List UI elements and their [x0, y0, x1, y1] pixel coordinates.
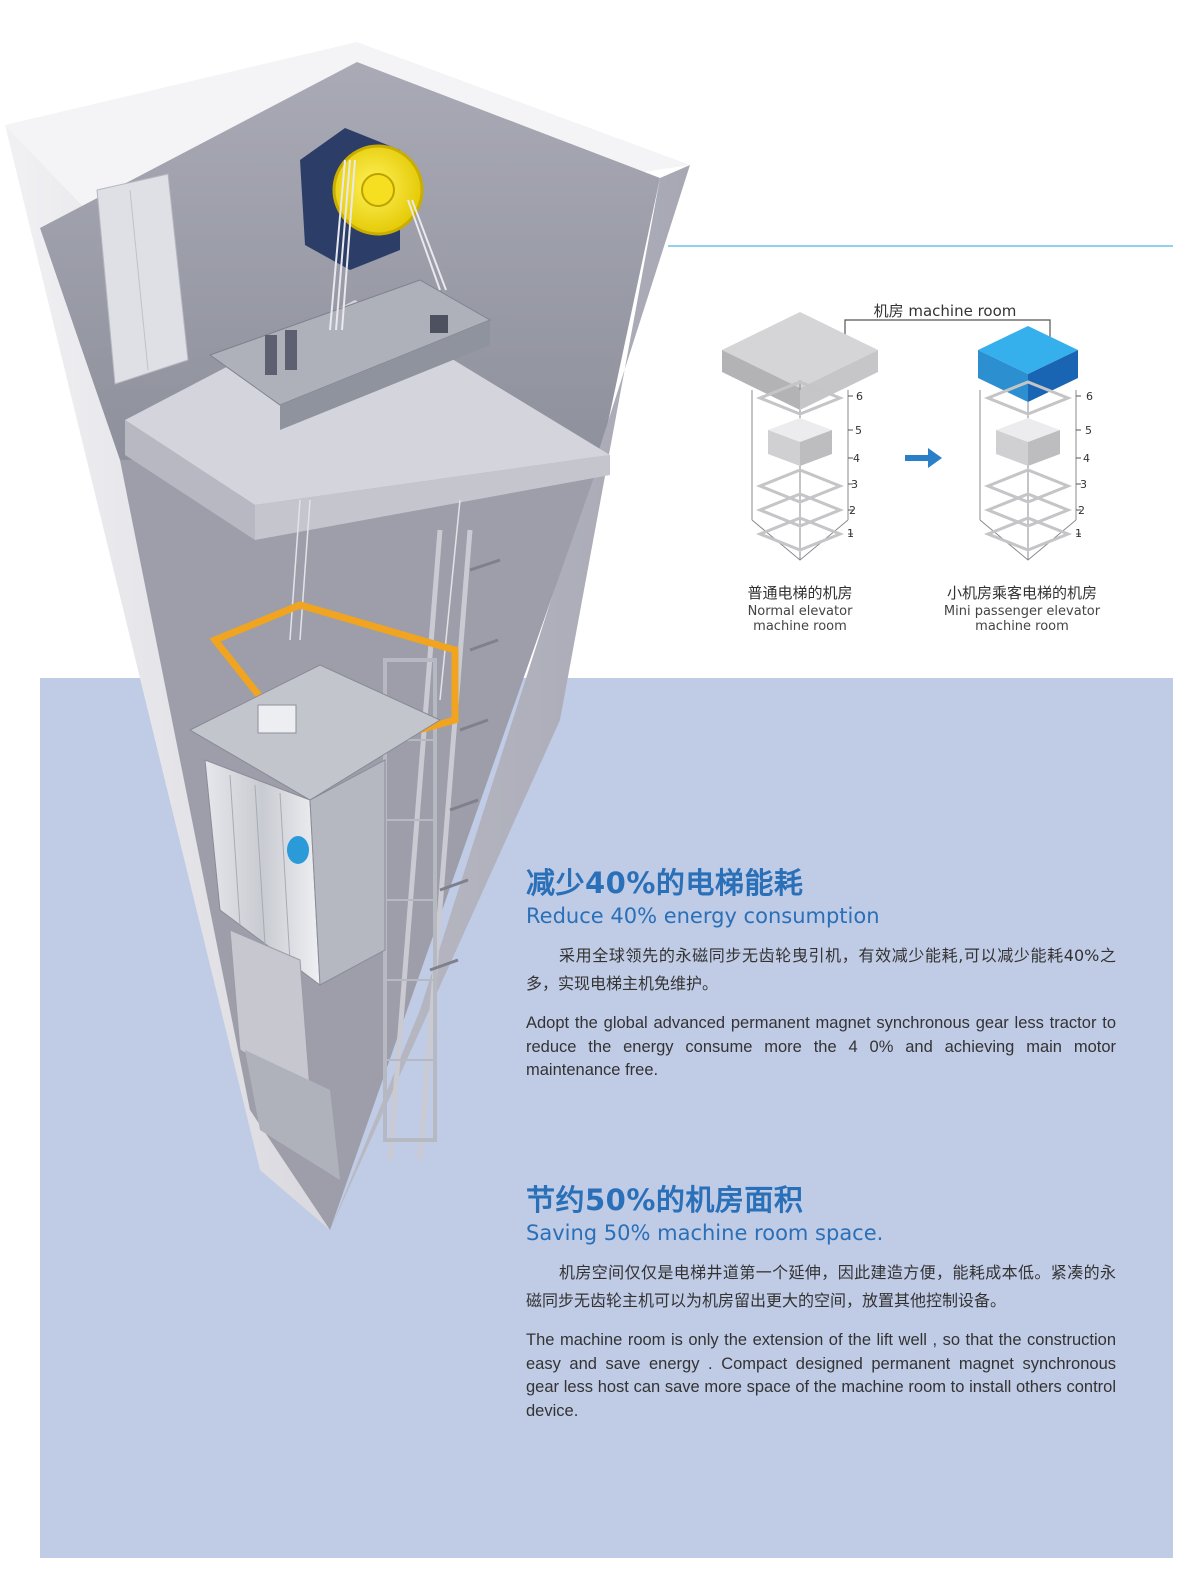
- space-body-cn: 机房空间仅仅是电梯井道第一个延伸，因此建造方便，能耗成本低。紧凑的永磁同步无齿轮…: [526, 1263, 1116, 1310]
- energy-body-en: Adopt the global advanced permanent magn…: [526, 1014, 1116, 1079]
- normal-caption-en-2: machine room: [753, 619, 847, 634]
- floor-label: 5: [855, 424, 862, 437]
- floor-label: 5: [1085, 424, 1092, 437]
- floor-label: 1: [1075, 527, 1082, 540]
- floor-label: 6: [856, 390, 863, 403]
- shaft-right-wall: [330, 165, 690, 1230]
- normal-elevator-diagram: [722, 312, 878, 561]
- space-heading-en: Saving 50% machine room space.: [526, 1221, 884, 1245]
- floor-label: 3: [851, 478, 858, 491]
- space-heading-cn: 节约50%的机房面积: [526, 1183, 804, 1217]
- floor-label: 2: [849, 504, 856, 517]
- car-logo-badge: [287, 836, 309, 864]
- divider-line: [668, 245, 1173, 247]
- mini-caption-en-1: Mini passenger elevator: [943, 604, 1101, 619]
- floor-label: 2: [1078, 504, 1085, 517]
- space-body-en: The machine room is only the extension o…: [526, 1331, 1116, 1420]
- mini-caption-cn: 小机房乘客电梯的机房: [946, 584, 1097, 602]
- floor-label: 1: [847, 527, 854, 540]
- energy-body-cn: 采用全球领先的永磁同步无齿轮曳引机，有效减少能耗,可以减少能耗40%之多，实现电…: [526, 946, 1116, 993]
- space-section: 节约50%的机房面积 Saving 50% machine room space…: [526, 1183, 1116, 1423]
- diagram-title: 机房 machine room: [873, 302, 1017, 320]
- arrow-right-icon: [905, 448, 942, 468]
- energy-section: 减少40%的电梯能耗 Reduce 40% energy consumption…: [526, 866, 1116, 1083]
- diagram-bracket: [844, 319, 1051, 345]
- energy-heading-cn: 减少40%的电梯能耗: [526, 866, 804, 900]
- control-cabinet: [96, 173, 189, 385]
- floor-label: 3: [1080, 478, 1087, 491]
- floor-label: 4: [853, 452, 860, 465]
- normal-caption-cn: 普通电梯的机房: [747, 584, 853, 602]
- car-top: [188, 664, 442, 801]
- floor-label: 6: [1086, 390, 1093, 403]
- machine-room-diagram: 6 5 4 3 2 1 6 5 4 3 2 1 机房 machine room …: [700, 290, 1130, 650]
- normal-caption-en-1: Normal elevator: [747, 604, 853, 619]
- elevator-shaft-illustration: [0, 0, 700, 1240]
- energy-heading-en: Reduce 40% energy consumption: [526, 904, 880, 928]
- machine-room-floor: [125, 300, 610, 505]
- floor-label: 4: [1083, 452, 1090, 465]
- mini-elevator-diagram: [978, 326, 1081, 561]
- mini-caption-en-2: machine room: [975, 619, 1069, 634]
